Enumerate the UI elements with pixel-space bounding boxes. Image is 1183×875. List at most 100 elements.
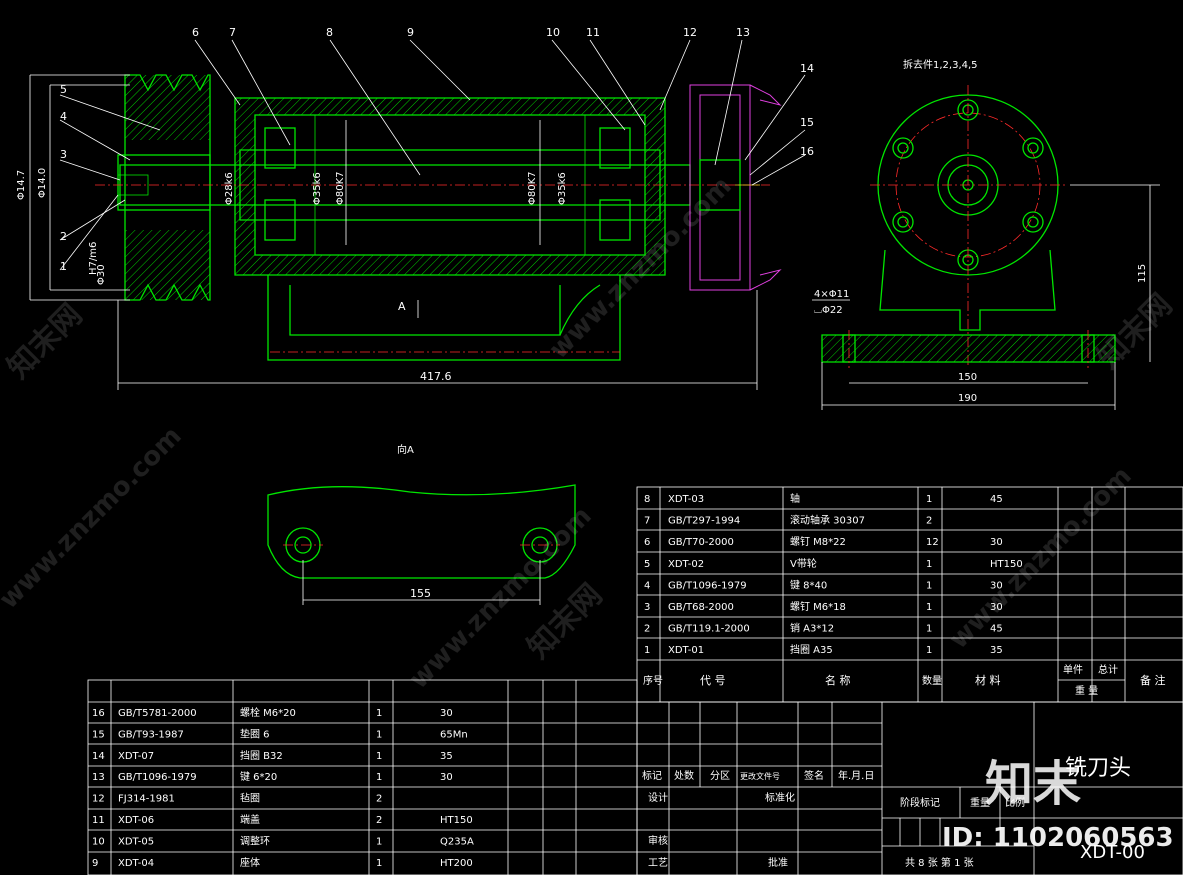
table-cell-name: 垫圈 6	[240, 727, 270, 740]
table-cell-name: 螺钉 M6*18	[790, 601, 846, 613]
table-cell-no: 11	[92, 815, 105, 826]
dim-holes: 4×Φ11	[814, 289, 849, 300]
table-cell-no: 6	[644, 537, 650, 548]
dim-width-150: 150	[958, 372, 977, 383]
dim-bottom-155: 155	[410, 587, 431, 600]
table-cell-mat: 35	[440, 751, 453, 762]
dim-phi80-left: Φ80K7	[335, 171, 346, 205]
balloon-15: 15	[800, 116, 814, 129]
table-cell-name: 轴	[790, 492, 800, 505]
table-cell-code: GB/T70-2000	[668, 537, 734, 548]
tb-mark-5: 年.月.日	[838, 769, 874, 782]
header-total: 总计	[1098, 663, 1118, 676]
tb-sheets: 共 8 张 第 1 张	[905, 856, 974, 869]
table-cell-mat: 45	[990, 624, 1003, 635]
table-cell-mat: 30	[440, 772, 453, 783]
main-section-view: 6 7 8 9 10 11 12 13 14 15 16 5 4 3 2 1 Φ…	[16, 26, 814, 390]
table-cell-qty: 1	[926, 602, 932, 613]
balloon-4: 4	[60, 110, 67, 123]
tb-design: 设计	[648, 791, 668, 804]
watermark-brand-3: 知末网	[1091, 287, 1179, 375]
table-cell-qty: 1	[926, 494, 932, 505]
table-cell-no: 9	[92, 858, 98, 869]
balloon-9: 9	[407, 26, 414, 39]
header-single: 单件	[1063, 664, 1083, 676]
v-belt-pulley	[30, 74, 211, 301]
section-a-label: A	[398, 300, 406, 313]
tb-mark-0: 标记	[642, 770, 662, 782]
side-view-label: 拆去件1,2,3,4,5	[903, 58, 978, 71]
dim-height-115: 115	[1137, 264, 1148, 283]
tb-scale: 比例	[1005, 796, 1025, 809]
table-cell-name: 调整环	[240, 834, 270, 847]
table-cell-no: 13	[92, 772, 105, 783]
header-code: 代 号	[700, 674, 726, 687]
table-cell-code: XDT-04	[118, 858, 154, 869]
table-cell-mat: 30	[440, 708, 453, 719]
table-cell-qty: 1	[926, 580, 932, 591]
table-cell-mat: HT200	[440, 858, 473, 869]
table-cell-name: 挡圈 B32	[240, 749, 283, 762]
table-cell-code: XDT-02	[668, 559, 704, 570]
tb-mark-3: 更改文件号	[740, 771, 780, 781]
dim-phi30-fit: H7/m6	[88, 242, 99, 275]
dim-phi28: Φ28k6	[224, 172, 235, 205]
table-cell-no: 15	[92, 729, 105, 740]
cutter-assembly	[689, 84, 782, 291]
table-cell-qty: 1	[376, 836, 382, 847]
a-view-label: 向A	[397, 443, 414, 456]
watermark-logo: 知末	[985, 756, 1081, 812]
table-cell-mat: Q235A	[440, 836, 474, 847]
tb-standard: 标准化	[765, 791, 795, 804]
table-cell-no: 10	[92, 836, 105, 847]
table-cell-qty: 2	[926, 516, 932, 527]
dim-phi35-right: Φ35k6	[557, 172, 568, 205]
table-cell-qty: 1	[376, 858, 382, 869]
header-no: 序号	[643, 674, 663, 687]
housing-body	[234, 97, 666, 361]
table-cell-code: XDT-07	[118, 751, 154, 762]
table-cell-code: GB/T119.1-2000	[668, 624, 750, 635]
table-cell-mat: 30	[990, 580, 1003, 591]
upper-table-header: 序号 代 号 名 称 数量 材 料 单件 总计 重 量 备 注	[643, 663, 1166, 697]
dim-overall-length: 417.6	[420, 370, 452, 383]
table-cell-no: 2	[644, 624, 650, 635]
table-cell-code: XDT-06	[118, 815, 154, 826]
table-cell-qty: 2	[376, 794, 382, 805]
dim-counterbore: ⌴Φ22	[814, 305, 843, 316]
table-cell-code: GB/T68-2000	[668, 602, 734, 613]
table-cell-code: GB/T297-1994	[668, 516, 740, 527]
balloon-10: 10	[546, 26, 560, 39]
tb-process: 工艺	[648, 857, 668, 869]
header-name: 名 称	[825, 673, 851, 687]
table-cell-code: GB/T1096-1979	[668, 580, 747, 591]
tb-mark-2: 分区	[710, 770, 730, 782]
balloon-14: 14	[800, 62, 814, 75]
table-cell-name: 键 8*40	[790, 578, 827, 591]
table-cell-code: GB/T5781-2000	[118, 708, 197, 719]
table-cell-no: 1	[644, 645, 650, 656]
dim-width-190: 190	[958, 393, 977, 404]
balloon-leaders	[59, 39, 806, 271]
table-cell-mat: 35	[990, 645, 1003, 656]
balloon-16: 16	[800, 145, 814, 158]
table-cell-no: 7	[644, 516, 650, 527]
dim-phi35-left: Φ35k6	[312, 172, 323, 205]
table-cell-code: FJ314-1981	[118, 794, 175, 805]
table-cell-no: 3	[644, 602, 650, 613]
table-cell-mat: 65Mn	[440, 729, 468, 740]
table-cell-no: 16	[92, 708, 105, 719]
balloon-8: 8	[326, 26, 333, 39]
dim-phi140: Φ14.0	[37, 168, 48, 198]
header-note: 备 注	[1140, 673, 1166, 687]
balloon-12: 12	[683, 26, 697, 39]
table-cell-code: GB/T1096-1979	[118, 772, 197, 783]
balloon-3: 3	[60, 148, 67, 161]
table-cell-qty: 1	[926, 645, 932, 656]
dim-phi30: Φ30	[96, 264, 107, 285]
watermark-site-3: www.znzmo.com	[944, 461, 1138, 655]
table-cell-name: 键 6*20	[240, 770, 277, 783]
table-cell-qty: 2	[376, 815, 382, 826]
table-cell-code: XDT-01	[668, 645, 704, 656]
